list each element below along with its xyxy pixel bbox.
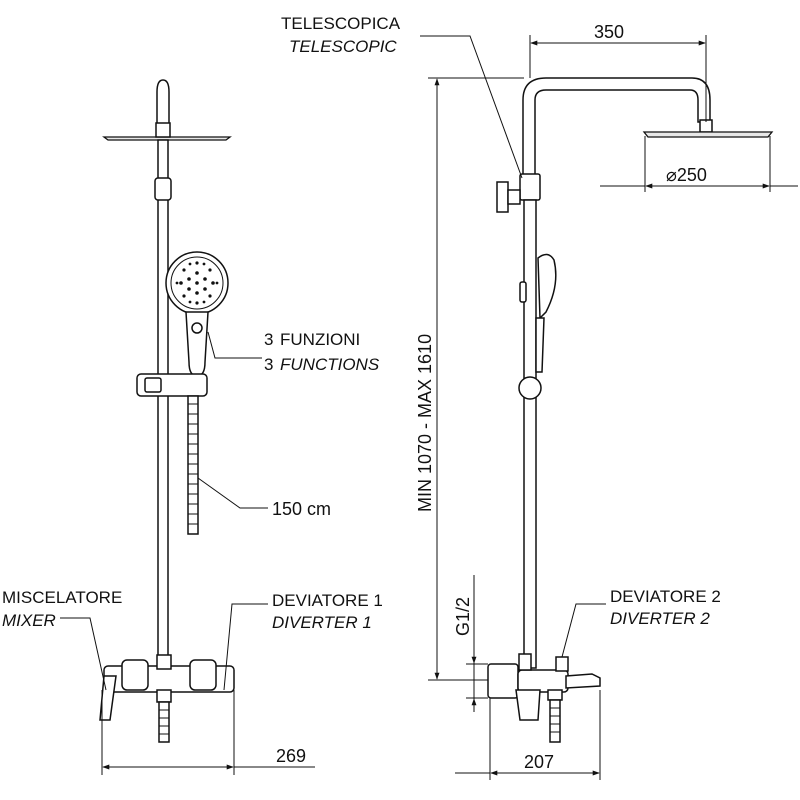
mixer-label-it: MISCELATORE xyxy=(2,588,122,607)
thread-extension-lines xyxy=(466,575,488,700)
diverter2-leader xyxy=(561,603,606,658)
arm-length-value: 350 xyxy=(594,22,624,42)
functions-label-it-num: 3 xyxy=(264,330,273,349)
front-width-value: 269 xyxy=(276,746,306,766)
functions-label-it: FUNZIONI xyxy=(280,330,360,349)
functions-label-en: FUNCTIONS xyxy=(280,355,380,374)
hose-length-label: 150 cm xyxy=(272,499,331,519)
front-arm-stub xyxy=(156,79,170,129)
functions-leader xyxy=(207,331,262,359)
functions-label-en-num: 3 xyxy=(264,355,273,374)
head-diameter-extension-lines xyxy=(600,136,798,192)
telescopic-label-en: TELESCOPIC xyxy=(289,37,397,56)
telescopic-label-it: TELESCOPICA xyxy=(281,14,401,33)
function-button xyxy=(191,322,203,334)
hose-leader xyxy=(197,477,268,509)
side-hand-shower-head xyxy=(537,253,557,320)
bath-spout xyxy=(565,673,601,689)
front-column xyxy=(157,139,169,661)
diverter1-leader xyxy=(223,603,268,691)
side-mixer-lever xyxy=(515,689,541,721)
side-slider-knob xyxy=(518,376,542,400)
front-width-extension-lines xyxy=(101,690,315,775)
hand-shower-nozzles xyxy=(175,261,219,305)
head-diameter-value: ⌀250 xyxy=(666,165,707,185)
side-hose-outlet xyxy=(549,699,561,743)
diverter2-label-it: DEVIATORE 2 xyxy=(610,587,721,606)
side-mixer-body xyxy=(517,669,569,693)
side-view: TELESCOPICA TELESCOPIC 350 ⌀250 MIN 1070… xyxy=(281,14,798,780)
hand-shower-handle xyxy=(185,311,209,377)
side-hand-shower-handle xyxy=(535,317,545,373)
front-head-connector xyxy=(155,122,171,138)
height-extension-lines xyxy=(428,77,524,681)
height-range-value: MIN 1070 - MAX 1610 xyxy=(415,334,435,512)
side-head-shower xyxy=(642,131,774,138)
arm-length-extension-lines xyxy=(529,35,707,122)
thread-label: G1/2 xyxy=(453,597,473,636)
diverter2-label-en: DIVERTER 2 xyxy=(610,609,710,628)
front-head-shower xyxy=(102,136,232,141)
side-wall-connector xyxy=(487,663,519,699)
side-top-arm xyxy=(522,77,711,186)
side-column xyxy=(523,199,537,669)
telescopic-leader xyxy=(420,35,523,179)
side-depth-extension-lines xyxy=(455,690,601,780)
front-view: 3 FUNZIONI 3 FUNCTIONS 150 cm MISCELATOR… xyxy=(2,79,383,775)
front-joint xyxy=(154,177,172,201)
mixer-label-en: MIXER xyxy=(2,611,56,630)
side-knob xyxy=(496,181,509,213)
diverter1-label-en: DIVERTER 1 xyxy=(272,613,372,632)
mixer-hose-outlet xyxy=(158,701,170,743)
telescopic-joint xyxy=(519,173,541,201)
shower-hose xyxy=(187,395,199,535)
diverter1-label-it: DEVIATORE 1 xyxy=(272,591,383,610)
mixer-lever xyxy=(99,675,117,721)
mixer-leader xyxy=(60,617,107,691)
diverter2-knob xyxy=(555,656,569,672)
side-depth-value: 207 xyxy=(524,752,554,772)
